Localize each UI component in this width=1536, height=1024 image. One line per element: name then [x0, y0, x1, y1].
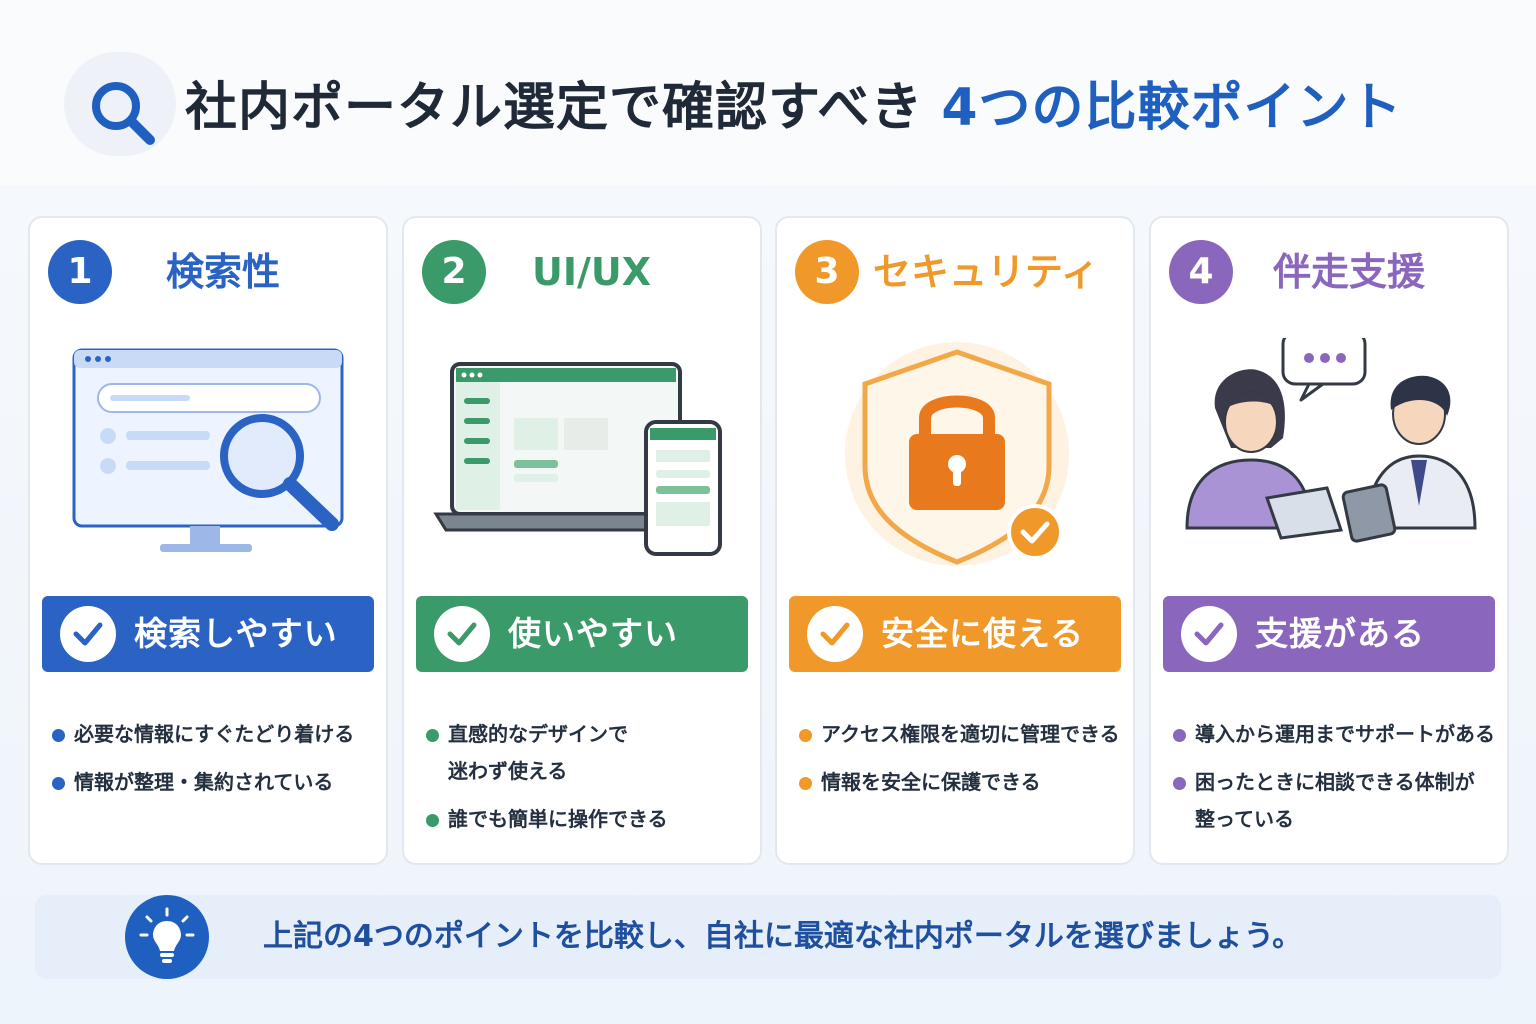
- card-search: 1 検索性 検索しやすい 必要な情報にすぐたどり着ける 情報が整理・集約されてい…: [28, 216, 388, 865]
- bullet-list: アクセス権限を適切に管理できる 情報を安全に保護できる: [797, 716, 1127, 812]
- list-item: 情報が整理・集約されている: [50, 764, 380, 801]
- check-icon: [60, 606, 116, 662]
- pill-label: 検索しやすい: [134, 614, 338, 653]
- bullet-list: 導入から運用までサポートがある 困ったときに相談できる体制が 整っている: [1171, 716, 1501, 849]
- lightbulb-icon: [125, 895, 209, 979]
- bullet-list: 必要な情報にすぐたどり着ける 情報が整理・集約されている: [50, 716, 380, 812]
- card-header: 4 伴走支援: [1169, 240, 1489, 306]
- card-title: UI/UX: [532, 250, 652, 294]
- page-title: 社内ポータル選定で確認すべき 4つの比較ポイント: [185, 72, 1403, 144]
- shield-lock-icon: [797, 338, 1117, 678]
- pill-badge: 支援がある: [1163, 596, 1495, 672]
- list-item: 直感的なデザインで 迷わず使える: [424, 716, 754, 790]
- list-item: 導入から運用までサポートがある: [1171, 716, 1501, 753]
- pill-badge: 安全に使える: [789, 596, 1121, 672]
- card-number: 4: [1169, 240, 1233, 304]
- list-item: 困ったときに相談できる体制が 整っている: [1171, 764, 1501, 838]
- card-number: 1: [48, 240, 112, 304]
- pill-label: 支援がある: [1255, 614, 1425, 653]
- card-security: 3 セキュリティ 安全に使える アクセス権限を適切に管理できる 情報を安全に保護…: [775, 216, 1135, 865]
- pill-badge: 検索しやすい: [42, 596, 374, 672]
- laptop-phone-icon: [424, 338, 744, 678]
- card-header: 2 UI/UX: [422, 240, 742, 306]
- magnifier-icon: [64, 52, 176, 156]
- pill-label: 安全に使える: [881, 614, 1085, 653]
- footer-message: 上記の4つのポイントを比較し、自社に最適な社内ポータルを選びましょう。: [263, 919, 1303, 954]
- card-support: 4 伴走支援 支援がある 導入から運用までサポートがある 困ったときに相談できる…: [1149, 216, 1509, 865]
- card-title: セキュリティ: [873, 250, 1099, 294]
- pill-badge: 使いやすい: [416, 596, 748, 672]
- list-item: アクセス権限を適切に管理できる: [797, 716, 1127, 753]
- list-item: 情報を安全に保護できる: [797, 764, 1127, 801]
- bullet-list: 直感的なデザインで 迷わず使える 誰でも簡単に操作できる: [424, 716, 754, 849]
- pill-label: 使いやすい: [508, 614, 678, 653]
- card-uiux: 2 UI/UX 使いやすい 直感的なデザインで 迷わず使える 誰でも: [402, 216, 762, 865]
- monitor-search-icon: [50, 338, 370, 678]
- title-accent: 4つの比較ポイント: [941, 78, 1403, 138]
- title-main: 社内ポータル選定で確認すべき: [185, 78, 924, 138]
- consultation-people-icon: [1171, 330, 1491, 678]
- footer-banner: 上記の4つのポイントを比較し、自社に最適な社内ポータルを選びましょう。: [35, 895, 1501, 979]
- check-icon: [1181, 606, 1237, 662]
- list-item: 必要な情報にすぐたどり着ける: [50, 716, 380, 753]
- card-header: 1 検索性: [48, 240, 368, 306]
- page-header: 社内ポータル選定で確認すべき 4つの比較ポイント: [0, 0, 1536, 185]
- card-title: 伴走支援: [1273, 250, 1426, 294]
- check-icon: [807, 606, 863, 662]
- check-icon: [434, 606, 490, 662]
- card-header: 3 セキュリティ: [795, 240, 1115, 306]
- card-number: 3: [795, 240, 859, 304]
- list-item: 誰でも簡単に操作できる: [424, 801, 754, 838]
- card-title: 検索性: [166, 250, 281, 294]
- card-number: 2: [422, 240, 486, 304]
